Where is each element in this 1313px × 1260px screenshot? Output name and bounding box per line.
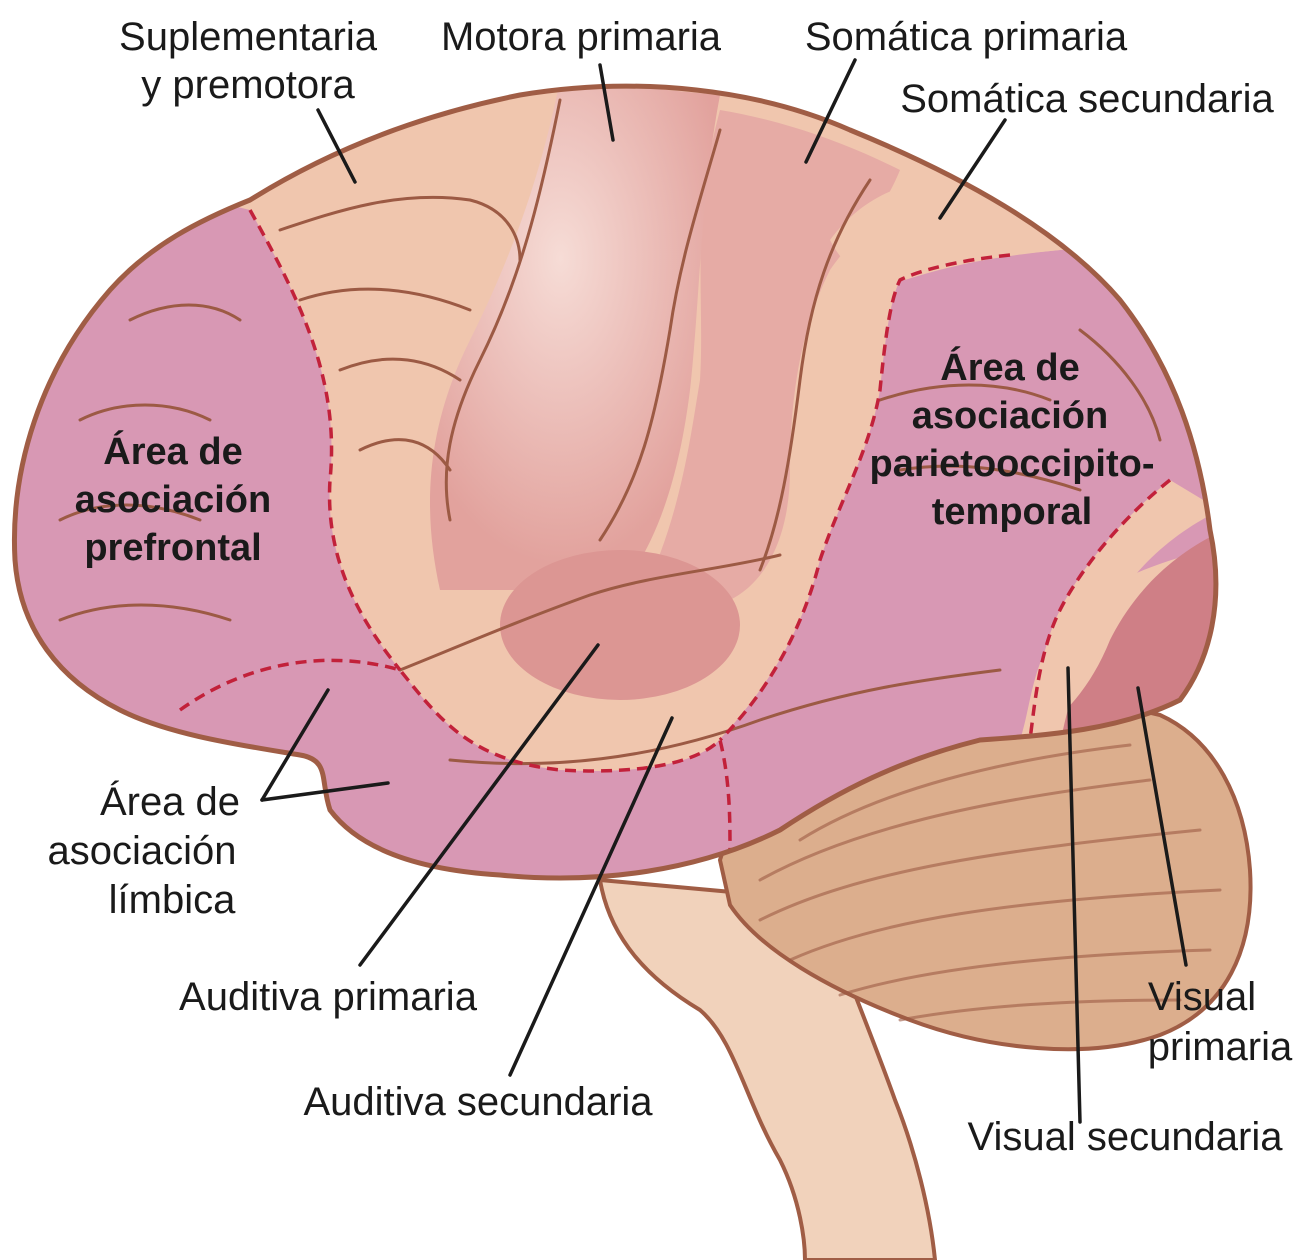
label-auditiva-secundaria: Auditiva secundaria xyxy=(303,1080,653,1124)
label-visual-primaria-line1: Visual xyxy=(1148,975,1256,1019)
label-suplementaria-line1: Suplementaria xyxy=(119,15,378,59)
label-limbica-line3: límbica xyxy=(109,878,236,922)
label-prefrontal-line1: Área de xyxy=(103,429,242,473)
label-limbica-line2: asociación xyxy=(47,829,236,873)
label-limbica-line1: Área de xyxy=(100,779,240,824)
label-somatica-primaria: Somática primaria xyxy=(805,15,1128,59)
label-prefrontal-line2: asociación xyxy=(75,479,271,521)
label-parieto-line2: asociación xyxy=(912,395,1108,437)
label-parieto-line3: parietooccipito- xyxy=(869,443,1154,485)
label-motora-primaria: Motora primaria xyxy=(441,15,722,59)
label-visual-primaria-line2: primaria xyxy=(1148,1025,1293,1069)
label-prefrontal-line3: prefrontal xyxy=(84,527,261,569)
label-parieto-line4: temporal xyxy=(932,491,1092,533)
auditory-primary-area xyxy=(500,550,740,700)
label-parieto-line1: Área de xyxy=(940,345,1079,389)
label-auditiva-primaria: Auditiva primaria xyxy=(179,975,478,1019)
label-suplementaria-line2: y premotora xyxy=(141,63,355,107)
label-somatica-secundaria: Somática secundaria xyxy=(900,77,1274,121)
label-visual-secundaria: Visual secundaria xyxy=(967,1115,1283,1159)
